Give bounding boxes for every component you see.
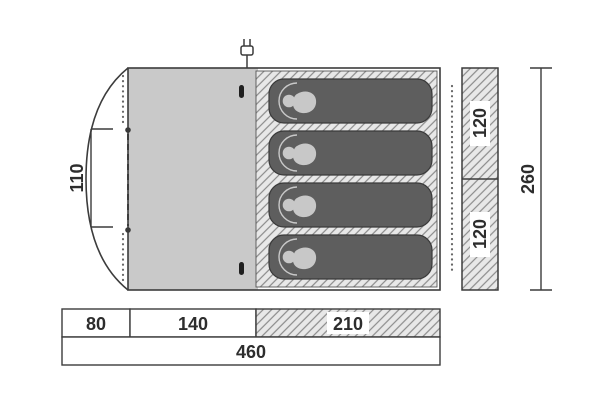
toggle-icon bbox=[239, 262, 244, 275]
label-backplate bbox=[470, 101, 490, 146]
living-area bbox=[128, 68, 258, 290]
dimension-widths: 80 140 210 460 bbox=[61, 308, 441, 366]
dimension-door-height: 110 bbox=[67, 128, 113, 228]
label-sleeping-width: 210 bbox=[333, 314, 363, 334]
zipper-pull-icon bbox=[125, 127, 131, 133]
label-total-width: 460 bbox=[236, 342, 266, 362]
sleeping-bag bbox=[268, 78, 433, 124]
label-porch-width: 80 bbox=[86, 314, 106, 334]
label-inner-bottom: 120 bbox=[470, 219, 490, 249]
door-zipper bbox=[125, 127, 131, 233]
toggle-icon bbox=[239, 85, 244, 98]
label-door-height: 110 bbox=[67, 163, 87, 192]
label-total-depth: 260 bbox=[518, 164, 538, 194]
label-backplate bbox=[327, 312, 369, 334]
label-backplate bbox=[470, 212, 490, 257]
dimension-total-box bbox=[61, 336, 441, 366]
porch-curve bbox=[85, 67, 129, 291]
zipper-pull-icon bbox=[125, 227, 131, 233]
sleeping-bag bbox=[268, 234, 433, 280]
label-inner-top: 120 bbox=[470, 108, 490, 138]
dimension-total-depth: 260 bbox=[518, 67, 552, 291]
label-living-width: 140 bbox=[178, 314, 208, 334]
sleeping-bag bbox=[268, 130, 433, 176]
sleeping-bag bbox=[268, 182, 433, 228]
power-plug-icon bbox=[240, 39, 254, 68]
inner-tent-panel: 120 120 bbox=[450, 67, 499, 291]
tent-body bbox=[85, 39, 441, 291]
